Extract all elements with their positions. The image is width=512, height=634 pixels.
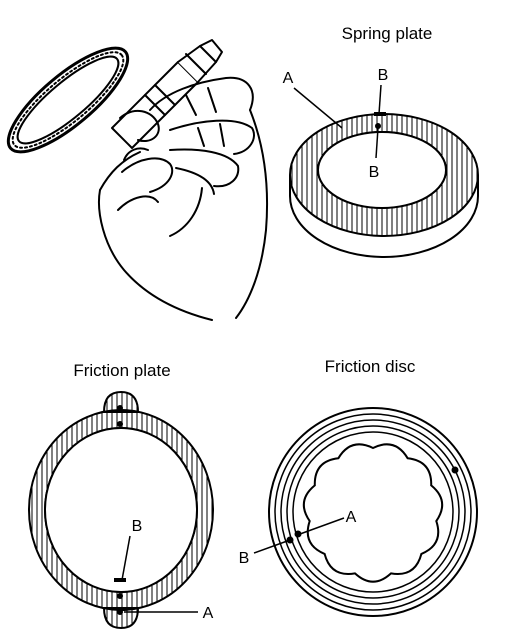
hand-measuring-illustration bbox=[6, 39, 269, 321]
friction-disc-leader-b bbox=[253, 539, 291, 554]
friction-plate-leader-b bbox=[121, 535, 131, 581]
friction-disc-label-b: B bbox=[239, 550, 250, 567]
spring-label-a: A bbox=[283, 70, 294, 87]
spring-plate-mark bbox=[375, 123, 381, 129]
friction-disc-inner-splines bbox=[302, 443, 444, 583]
spring-label-b-top: B bbox=[378, 67, 389, 84]
friction-plate-top-tab bbox=[102, 390, 140, 413]
spring-leader-b-top bbox=[378, 84, 382, 115]
friction-disc bbox=[268, 407, 478, 617]
friction-plate-mark bbox=[117, 609, 123, 615]
friction-plate-label-b: B bbox=[132, 518, 143, 535]
spring-leader-a bbox=[293, 87, 343, 129]
spring-label-b-bottom: B bbox=[369, 164, 380, 181]
spring-leader-b-bottom bbox=[375, 127, 379, 159]
left-hand bbox=[98, 147, 213, 321]
spring-plate bbox=[288, 112, 480, 258]
friction-plate-bottom-tab bbox=[102, 607, 140, 630]
friction-disc-label-a: A bbox=[346, 509, 357, 526]
right-hand bbox=[119, 76, 269, 319]
friction-disc-leader-a bbox=[299, 517, 345, 535]
friction-plate-label-a: A bbox=[203, 605, 214, 622]
spring-plate-caption: Spring plate bbox=[342, 24, 433, 43]
friction-disc-caption: Friction disc bbox=[325, 357, 416, 376]
friction-plate-caption: Friction plate bbox=[73, 361, 170, 380]
held-plate-edge bbox=[6, 46, 130, 154]
friction-plate bbox=[27, 390, 215, 630]
